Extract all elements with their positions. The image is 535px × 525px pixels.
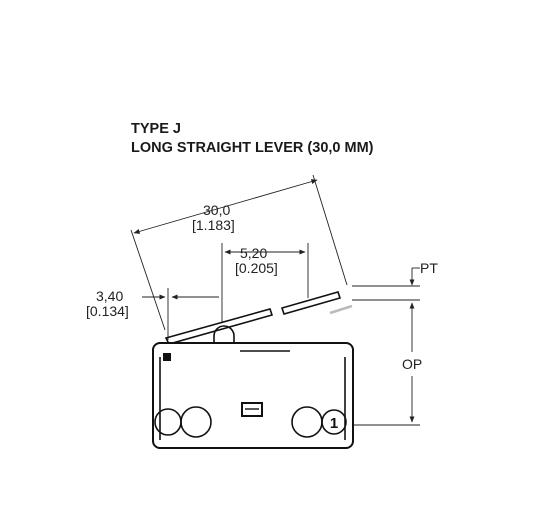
plunger [213,325,235,343]
center-slot [241,402,263,417]
actuator-offset-imperial: [0.205] [235,260,278,276]
pt-label: PT [420,260,438,276]
pivot-offset-imperial: [0.134] [86,303,129,319]
switch-body: 1 [152,325,354,449]
pivot-offset-metric: 3,40 [96,288,123,304]
terminal-marker-label: 1 [330,415,338,432]
terminal-marker-circle [321,409,347,435]
op-label: OP [402,356,422,372]
actuator-offset-metric: 5,20 [240,245,267,261]
lever-length-metric: 30,0 [203,202,230,218]
lever [164,291,353,345]
pivot-offset-dimension: 3,40 [0.134] [86,288,219,340]
mounting-hole-left-2 [180,406,212,438]
pt-op-dimensions: PT OP [352,260,438,426]
lever-length-imperial: [1.183] [192,217,235,233]
lever-free-position [329,304,353,315]
lever-length-dimension: 30,0 [1.183] [130,174,348,331]
pivot-square [163,353,171,361]
actuator-offset-dimension: 5,20 [0.205] [221,243,309,322]
title-line-1: TYPE J [131,121,181,137]
title-line-2: LONG STRAIGHT LEVER (30,0 MM) [131,140,374,156]
